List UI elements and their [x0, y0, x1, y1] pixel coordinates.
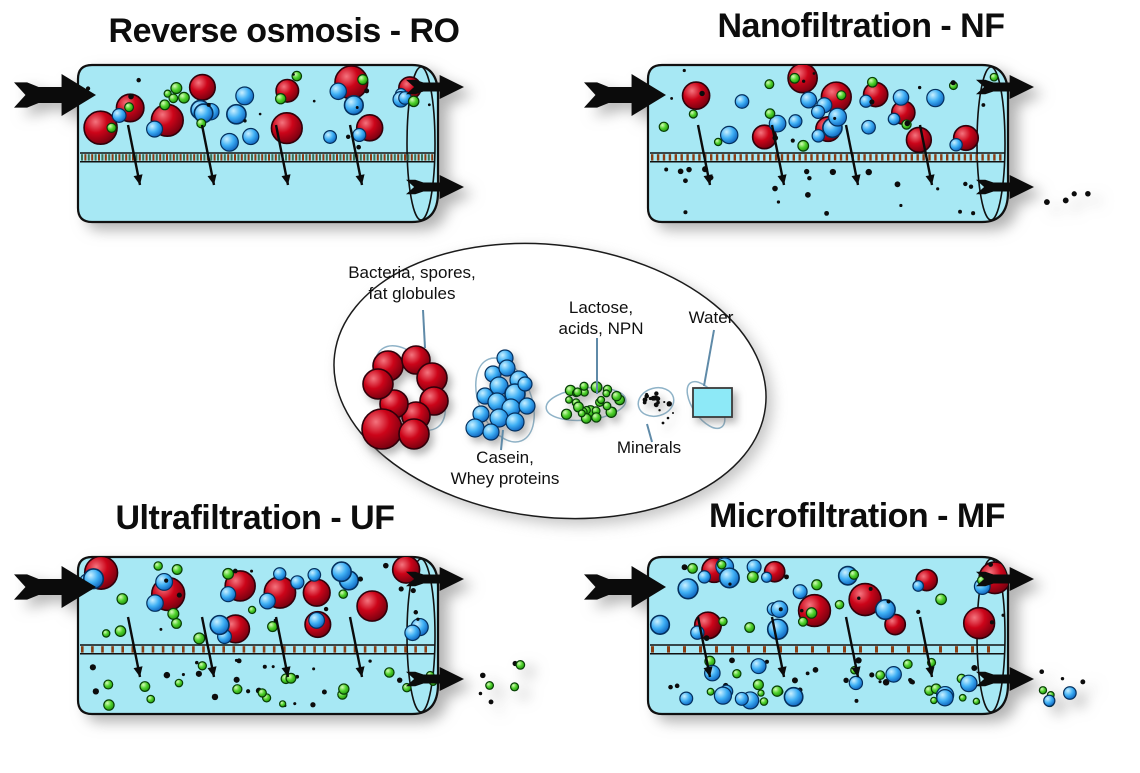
mf-cylinder-diagram: [584, 555, 1086, 716]
permeate-arrow: [976, 175, 1034, 199]
membrane: [650, 644, 1005, 655]
legend-label-lactose: Lactose, acids, NPN: [541, 297, 661, 340]
retentate-arrow: [406, 567, 464, 591]
panel-title-uf: Ultrafiltration - UF: [115, 499, 395, 537]
permeate-outflow-particles: [1043, 190, 1091, 205]
feed-particles: [658, 65, 999, 216]
flow-arrows: [584, 74, 1034, 199]
legend-label-casein-line2: Whey proteins: [450, 469, 560, 489]
feed-arrow: [584, 566, 666, 608]
membrane: [80, 152, 435, 163]
legend-label-casein: Casein, Whey proteins: [425, 447, 585, 490]
flow-arrows: [14, 74, 464, 199]
permeate-arrow: [406, 175, 464, 199]
panel-title-mf: Microfiltration - MF: [709, 497, 1005, 535]
flow-arrows: [14, 566, 464, 691]
legend-label-lactose-line2: acids, NPN: [558, 319, 644, 339]
membrane: [650, 152, 1005, 163]
flux-arrows: [696, 616, 935, 678]
legend-label-lactose-line1: Lactose,: [568, 298, 634, 317]
legend-label-minerals-line1: Minerals: [616, 438, 682, 457]
permeate-arrow: [976, 667, 1034, 691]
permeate-outflow-particles: [478, 660, 526, 705]
legend-graphic: [333, 242, 767, 520]
flux-arrows: [696, 124, 935, 186]
flow-arrows: [584, 566, 1034, 691]
nf-cylinder-diagram: [584, 63, 1091, 224]
legend-water-swatch: [692, 387, 733, 418]
legend-label-water: Water: [671, 307, 751, 328]
feed-arrow: [14, 566, 96, 608]
legend-label-casein-line1: Casein,: [476, 448, 534, 467]
legend-label-fat-line2: fat globules: [368, 284, 456, 304]
flux-arrows: [126, 616, 365, 678]
membrane: [80, 644, 435, 655]
legend-casein-cluster: [465, 349, 536, 441]
legend-leader-lines: [422, 309, 715, 451]
feed-arrow: [14, 74, 96, 116]
legend-label-water-line1: Water: [688, 308, 734, 327]
legend-label-fat-line1: Bacteria, spores,: [348, 263, 476, 282]
uf-cylinder-diagram: [14, 555, 526, 716]
feed-particles: [79, 557, 438, 711]
feed-arrow: [584, 74, 666, 116]
legend-lactose-cluster: [560, 381, 626, 424]
legend-label-fat: Bacteria, spores, fat globules: [332, 262, 492, 305]
legend-minerals-cluster: [642, 391, 674, 425]
retentate-arrow: [976, 75, 1034, 99]
panel-title-ro: Reverse osmosis - RO: [108, 12, 460, 50]
ro-cylinder-diagram: [14, 63, 464, 224]
legend-label-minerals: Minerals: [599, 437, 699, 458]
feed-particles: [649, 557, 1008, 710]
permeate-outflow-particles: [1038, 669, 1086, 708]
panel-title-nf: Nanofiltration - NF: [717, 7, 1005, 45]
permeate-arrow: [406, 667, 464, 691]
retentate-arrow: [976, 567, 1034, 591]
legend-fat-cluster: [361, 345, 449, 450]
flux-arrows: [126, 124, 365, 186]
retentate-arrow: [406, 75, 464, 99]
